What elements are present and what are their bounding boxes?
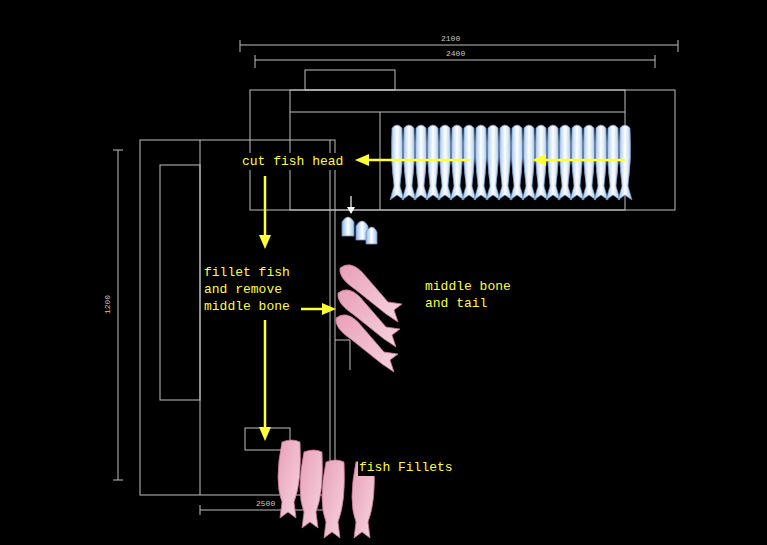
conveyor-fish — [390, 125, 632, 200]
fish-on-conveyor — [390, 125, 404, 200]
dimension: 2500 — [255, 499, 276, 508]
fish-on-conveyor — [558, 125, 572, 200]
fish-on-conveyor — [402, 125, 416, 200]
dimension: 2100 — [440, 34, 461, 43]
dimension: 2400 — [445, 49, 466, 58]
fish-on-conveyor — [546, 125, 560, 200]
fish-on-conveyor — [474, 125, 488, 200]
fish-on-conveyor — [522, 125, 536, 200]
step-label: cut fish head — [241, 153, 344, 170]
fish-on-conveyor — [450, 125, 464, 200]
fish-on-conveyor — [426, 125, 440, 200]
step-label: fillet fish and remove middle bone — [203, 264, 301, 315]
output-label: fish Fillets — [358, 459, 454, 476]
middle-bones — [336, 265, 402, 372]
fish-on-conveyor — [582, 125, 596, 200]
dimension: 1200 — [103, 294, 112, 315]
flow-arrows — [259, 154, 625, 441]
fish-on-conveyor — [606, 125, 620, 200]
fish-on-conveyor — [618, 125, 632, 200]
fish-on-conveyor — [462, 125, 476, 200]
fish-on-conveyor — [498, 125, 512, 200]
fish-on-conveyor — [570, 125, 584, 200]
head-drop-arrowhead — [347, 207, 355, 214]
fish-fillets — [278, 440, 374, 538]
fish-on-conveyor — [486, 125, 500, 200]
fish-on-conveyor — [594, 125, 608, 200]
fish-on-conveyor — [414, 125, 428, 200]
fish-on-conveyor — [438, 125, 452, 200]
fish-on-conveyor — [510, 125, 524, 200]
fish-heads — [342, 217, 377, 244]
output-label: middle bone and tail — [424, 278, 522, 312]
